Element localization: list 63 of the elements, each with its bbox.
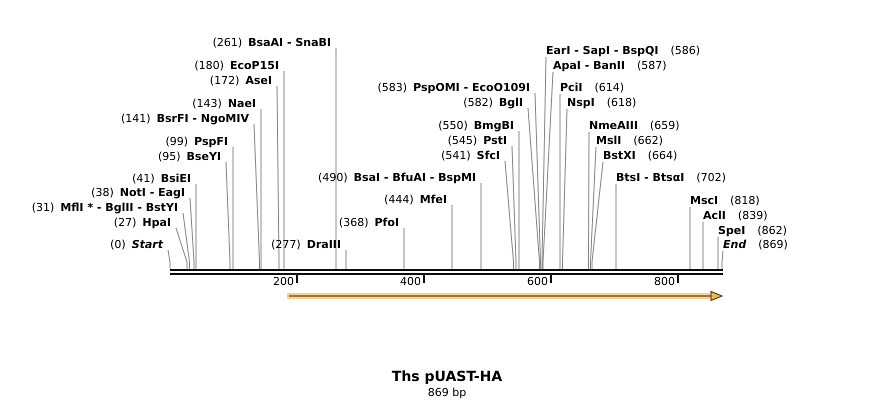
leader-line [562, 108, 568, 270]
tick-label: 600 [527, 275, 548, 288]
site-label: End (869) [723, 238, 788, 250]
site-label: (545) PstI [448, 134, 507, 146]
leader-line [542, 56, 546, 270]
leader-line [722, 250, 724, 270]
leader-line [276, 86, 280, 270]
leader-line [542, 72, 554, 270]
site-label: SpeI (862) [718, 224, 787, 236]
site-label: MslI (662) [596, 134, 663, 146]
leader-line [168, 250, 170, 270]
site-label: ApaI - BanII (587) [553, 58, 667, 72]
leader-line [504, 160, 514, 270]
site-label: AclI (839) [703, 208, 768, 222]
leader-line [588, 132, 590, 270]
leader-line [260, 108, 262, 270]
site-label: (368) PfoI [338, 216, 399, 228]
site-label: BstXI (664) [603, 148, 678, 162]
site-label: (261) BsaAI - SnaBI [212, 36, 331, 48]
site-label: (490) BsaI - BfuAI - BspMI [318, 170, 476, 184]
site-label: (141) BsrFI - NgoMIV [121, 112, 249, 124]
leader-line [518, 130, 520, 270]
site-label: BtsI - BtsαI (702) [616, 170, 726, 184]
leader-line [190, 198, 194, 270]
site-label: EarI - SapI - BspQI (586) [546, 44, 700, 56]
site-label: (31) MflI * - BglII - BstYI [32, 200, 178, 214]
site-label: (38) NotI - EagI [91, 186, 185, 198]
sequence-bar [170, 269, 723, 275]
site-label: (277) DraIII [271, 238, 341, 250]
site-label: (444) MfeI [384, 192, 447, 206]
site-label: (99) PspFI [166, 134, 228, 148]
site-label: (180) EcoP15I [194, 58, 279, 72]
site-label: PciI (614) [560, 80, 624, 94]
leader-line [480, 182, 482, 270]
site-label: NmeAIII (659) [589, 118, 680, 132]
site-label: (41) BsiEI [132, 172, 191, 184]
site-label: (143) NaeI [192, 96, 256, 110]
tick-label: 400 [400, 275, 421, 288]
sequence-length: 869 bp [428, 386, 466, 399]
site-label: (0) Start [110, 238, 163, 250]
leader-line [182, 212, 190, 270]
site-label: (550) BmgBI [438, 118, 514, 132]
leader-line [512, 146, 516, 270]
tick-label: 200 [273, 275, 294, 288]
leader-line [176, 228, 188, 270]
site-label: (541) SfcI [441, 148, 500, 162]
site-label: (95) BseYI [158, 150, 221, 162]
leader-line [592, 162, 604, 270]
leader-line [528, 108, 540, 270]
site-label: (27) HpaI [114, 216, 171, 228]
leader-line [590, 146, 596, 270]
leader-line [226, 162, 230, 270]
leader-line [232, 146, 234, 270]
site-label: NspI (618) [567, 96, 636, 108]
site-label: (172) AseI [210, 74, 272, 86]
tick-label: 800 [654, 275, 675, 288]
site-label: (583) PspOMI - EcoO109I [378, 80, 530, 94]
site-label: (582) BglI [463, 96, 523, 108]
site-label: MscI (818) [690, 194, 760, 206]
diagram-title: Ths pUAST-HA [392, 369, 502, 386]
leader-line [702, 222, 704, 270]
leader-line [254, 124, 260, 270]
leader-line [534, 92, 541, 270]
